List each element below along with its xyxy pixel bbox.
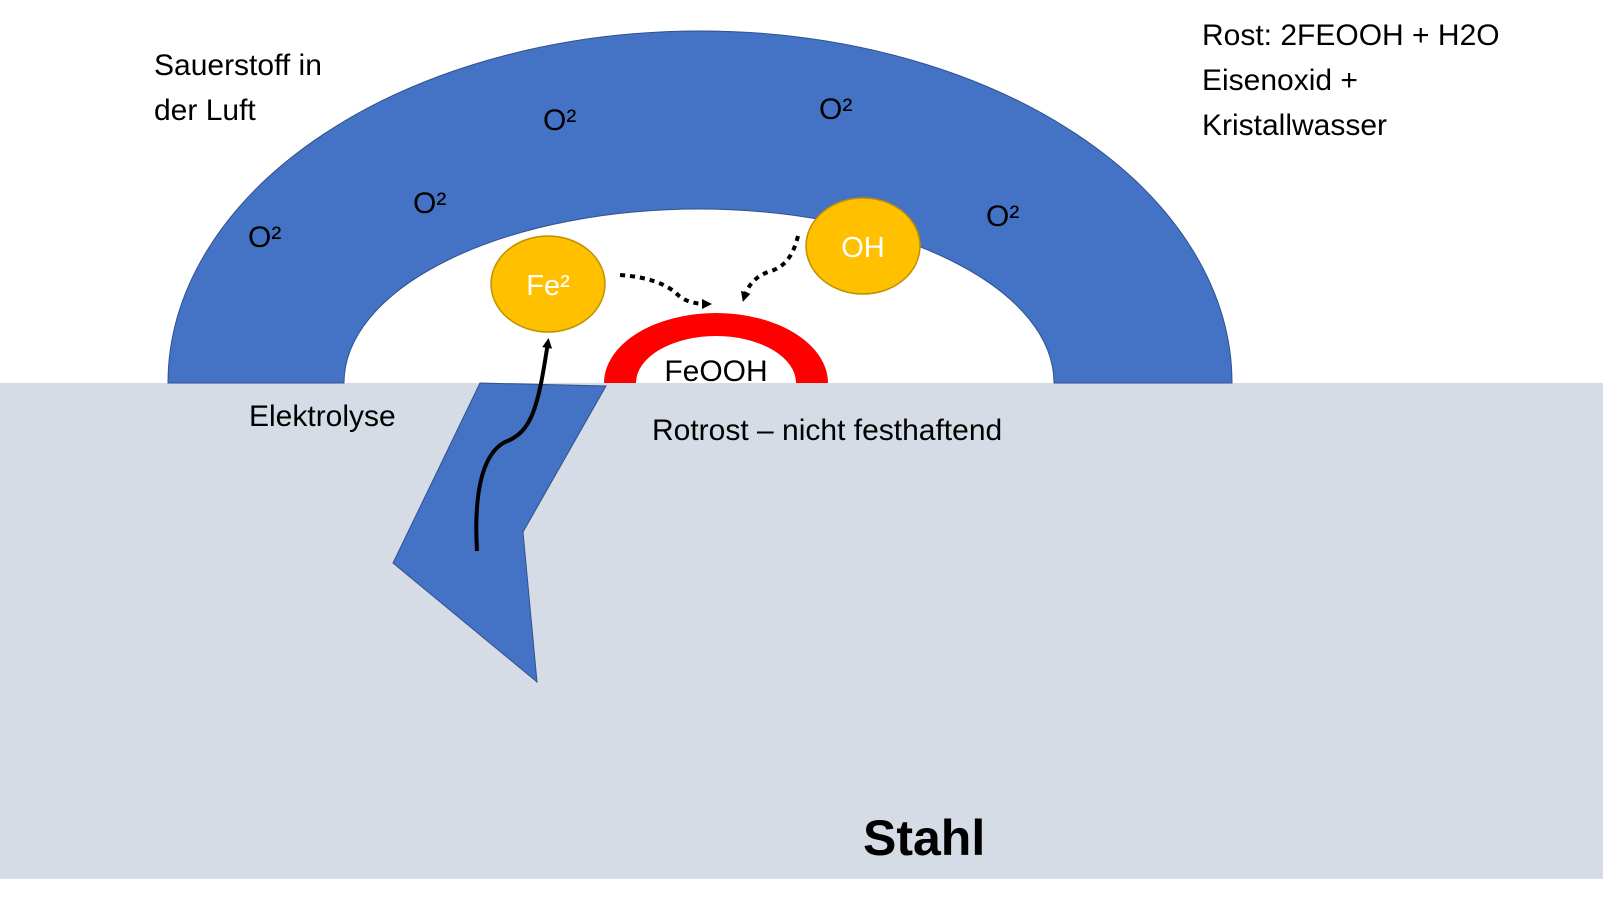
iron-to-rust-arrow (619, 273, 712, 309)
hydroxide-to-rust-arrow (740, 235, 800, 302)
rust-formula-line3: Kristallwasser (1202, 109, 1387, 142)
oxygen-label: O² (986, 200, 1019, 233)
steel-body (0, 383, 1603, 879)
iron-ion-label: Fe² (526, 270, 570, 302)
electrolysis-label: Elektrolyse (249, 400, 396, 433)
water-droplet-arch (167, 30, 1233, 384)
oxygen-label: O² (413, 187, 446, 220)
oxygen-label: O² (543, 104, 576, 137)
hydroxide-ion-circle (805, 197, 921, 295)
oxygen-label: O² (248, 221, 281, 254)
air-label-line2: der Luft (154, 94, 256, 127)
iron-ion-circle (490, 235, 606, 333)
air-label-line1: Sauerstoff in (154, 49, 322, 82)
rust-arch (604, 313, 828, 383)
rust-compound-label: FeOOH (664, 355, 767, 388)
steel-crack (392, 382, 607, 684)
rust-formula-line2: Eisenoxid + (1202, 64, 1358, 97)
rust-formula-line1: Rost: 2FEOOH + H2O (1202, 19, 1500, 52)
steel-label: Stahl (863, 810, 985, 866)
red-rust-label: Rotrost – nicht festhaftend (652, 414, 1002, 447)
oxygen-label: O² (819, 93, 852, 126)
electrolysis-arrow (474, 338, 553, 552)
hydroxide-ion-label: OH (841, 232, 885, 264)
